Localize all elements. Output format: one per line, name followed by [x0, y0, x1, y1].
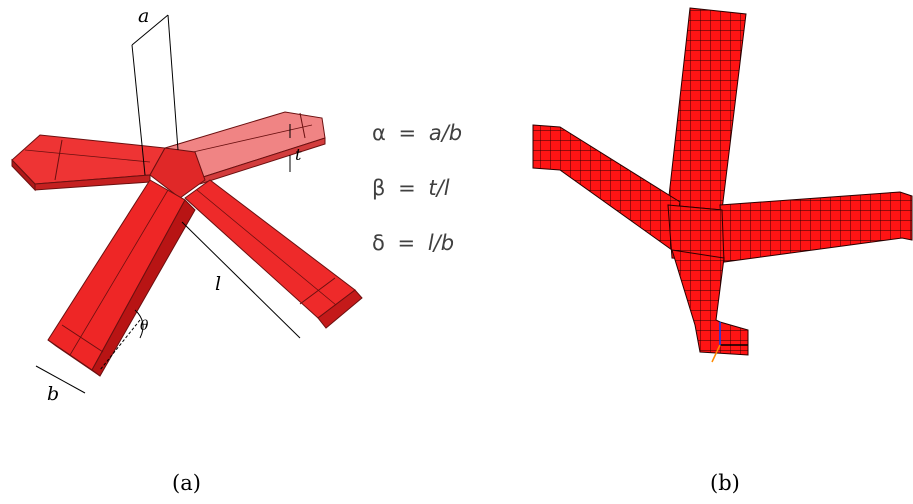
lower-left-arm: [47, 179, 196, 377]
equation-delta: δ = l/b: [372, 231, 454, 255]
parameter-equations: α = a/b β = t/l δ = l/b: [372, 121, 462, 255]
dim-label-t: t: [295, 145, 302, 164]
mesh-arm-top: [667, 7, 747, 211]
mesh-arm-left: [532, 124, 681, 251]
dimension-lines: [35, 14, 301, 394]
panel-b: (b): [532, 7, 913, 495]
caption-b: (b): [710, 471, 740, 495]
equation-beta: β = t/l: [372, 176, 450, 200]
mesh-arm-right: [719, 191, 913, 263]
caption-a: (a): [172, 471, 201, 495]
dim-label-theta: θ: [140, 318, 149, 334]
mesh-arm-bottom: [671, 249, 749, 356]
axis-triad-icon: [711, 322, 748, 363]
mesh-hub: [667, 204, 725, 263]
equation-alpha: α = a/b: [372, 121, 462, 145]
lower-right-arm: [184, 179, 363, 329]
dim-label-l: l: [215, 273, 221, 295]
dim-label-b: b: [47, 383, 59, 405]
dim-label-a: a: [138, 5, 149, 27]
panel-a: a t l θ b α = a/b β = t/l δ = l/b (a): [11, 5, 462, 495]
